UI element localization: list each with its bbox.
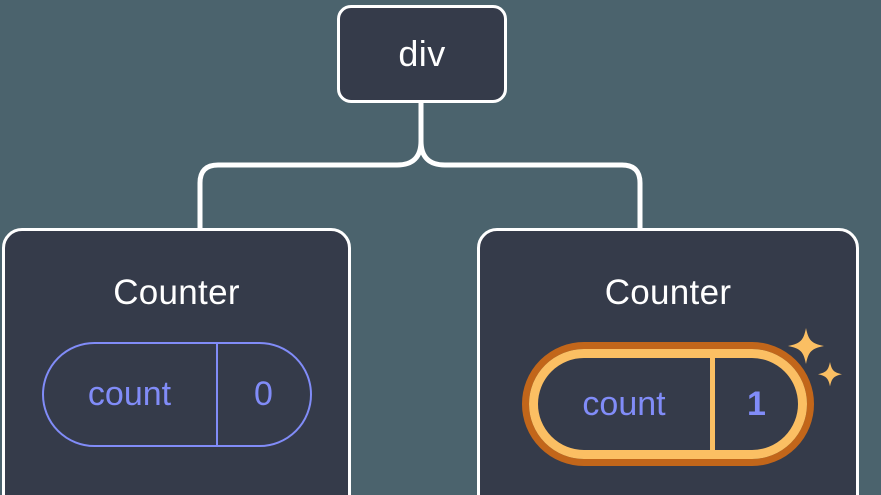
state-pill-wrap-right: count 1: [480, 328, 856, 466]
state-pill-count-left[interactable]: count 0: [41, 342, 312, 447]
state-pill-count-right-highlight-ring[interactable]: count 1: [522, 342, 814, 466]
state-value-label: 1: [710, 358, 798, 450]
node-div-label: div: [398, 33, 446, 74]
state-key-label: count: [87, 375, 172, 413]
state-key-label: count: [582, 384, 666, 423]
state-pill-count-right[interactable]: count 1: [529, 349, 807, 459]
state-value-label: 0: [215, 344, 310, 445]
node-counter-right[interactable]: Counter count 1: [477, 228, 859, 495]
node-div[interactable]: div: [337, 5, 507, 103]
node-counter-right-label: Counter: [604, 273, 732, 312]
state-pill-wrap-left: count 0: [5, 342, 348, 447]
node-counter-left-label: Counter: [113, 273, 240, 312]
node-counter-left[interactable]: Counter count 0: [2, 228, 351, 495]
